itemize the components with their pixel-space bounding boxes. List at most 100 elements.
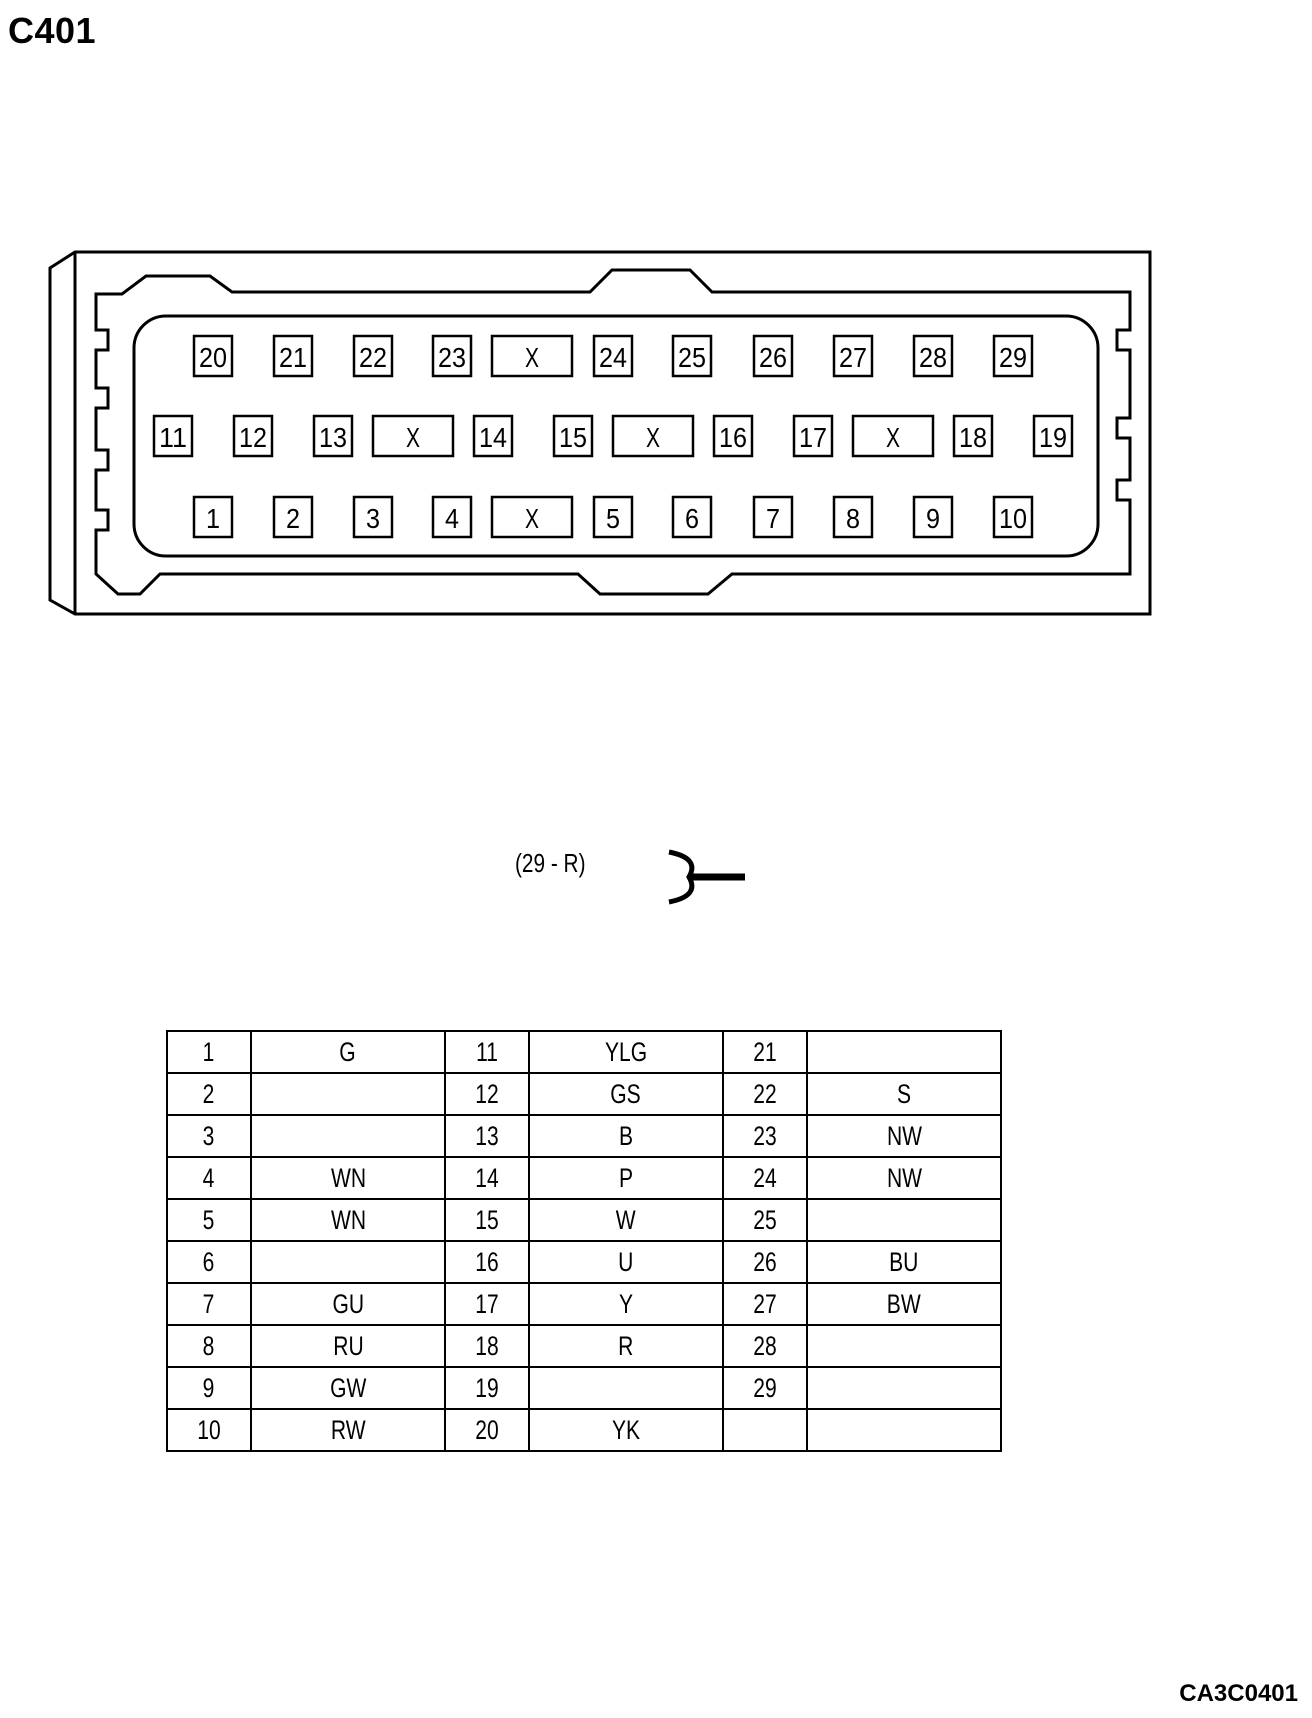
pin-number-text: 27 [753,1288,777,1319]
wire-color-text: W [616,1204,636,1235]
pin-number-text: 9 [203,1372,215,1403]
wire-color-text: R [618,1330,634,1361]
connector-title: C401 [8,10,97,51]
pin-number-cell: 3 [166,1114,252,1158]
wire-color-cell [806,1408,1002,1452]
pin-cell: 22 [352,334,394,378]
table-row: 5 WN 15 W 25 [166,1198,1002,1242]
pin-number-cell: 26 [722,1240,808,1284]
wire-color-text: G [339,1036,357,1067]
pin-number: 16 [719,422,747,453]
pin-number-text: 28 [753,1330,777,1361]
pin-number: 10 [999,503,1027,534]
wire-color-text: WN [330,1204,366,1235]
pin-number: 22 [359,342,387,373]
wire-color-cell: NW [806,1156,1002,1200]
pin-box [352,334,394,378]
pin-number: 1 [206,503,220,534]
pin-box [592,334,634,378]
pin-number-text: 10 [197,1414,221,1445]
wire-color-text: S [896,1078,912,1109]
pin-number-cell: 20 [444,1408,530,1452]
wire-color-cell: G [250,1030,446,1074]
wire-color-cell: YLG [528,1030,724,1074]
pin-number: 19 [1039,422,1067,453]
pin-number: 14 [479,422,507,453]
pin-cell: 10 [992,495,1034,539]
wire-color-cell [250,1114,446,1158]
pin-box [312,414,354,458]
pin-number-text: 2 [203,1078,215,1109]
pin-cell: 9 [912,495,954,539]
pin-box [752,334,794,378]
pin-number-cell: 6 [166,1240,252,1284]
pin-number-text: 18 [475,1330,499,1361]
pin-number-text: 23 [753,1120,777,1151]
wire-color-cell: U [528,1240,724,1284]
pin-cell: 15 [552,414,594,458]
pin-cell: 26 [752,334,794,378]
pin-number-text: 16 [475,1246,499,1277]
wire-color-cell [806,1030,1002,1074]
pin-number: 17 [799,422,827,453]
wire-color-cell: W [528,1198,724,1242]
wire-color-text: YLG [604,1036,648,1067]
blank-cavity: X [490,495,574,539]
pin-cell: 1 [192,495,234,539]
pin-number: 24 [599,342,627,373]
pin-number-cell: 5 [166,1198,252,1242]
pin-number-text: 7 [203,1288,215,1319]
wire-color-cell: P [528,1156,724,1200]
pin-number-text: 25 [753,1204,777,1235]
pin-box [490,334,574,378]
pin-number: 3 [366,503,380,534]
wire-color-cell: WN [250,1198,446,1242]
wire-color-text: NW [886,1120,922,1151]
pin-number-cell: 28 [722,1324,808,1368]
wire-color-text: Y [618,1288,634,1319]
blank-cavity: X [371,414,455,458]
pin-number-cell: 24 [722,1156,808,1200]
drawing-code: CA3C0401 [1179,1680,1298,1707]
pin-number-text: 3 [203,1120,215,1151]
pin-number: 11 [159,422,187,453]
wire-color-text: U [618,1246,634,1277]
pin-cell: 12 [232,414,274,458]
wire-color-cell [250,1240,446,1284]
pin-number-text: 12 [475,1078,499,1109]
pin-number: 21 [279,342,307,373]
pin-number: 23 [438,342,466,373]
wire-color-text: NW [886,1162,922,1193]
pin-box [992,495,1034,539]
pin-cell: 5 [592,495,634,539]
wire-color-text: GW [329,1372,367,1403]
wire-color-text: P [618,1162,634,1193]
pin-box [232,414,274,458]
pin-number-text: 21 [753,1036,777,1067]
pin-number-text: 15 [475,1204,499,1235]
pin-box [192,495,234,539]
pin-number-text: 20 [475,1414,499,1445]
pin-number: 18 [959,422,987,453]
pin-number: X [646,422,660,453]
pin-box [952,414,994,458]
pin-cell: 3 [352,495,394,539]
pin-number: 7 [766,503,780,534]
wire-color-cell: Y [528,1282,724,1326]
pin-box [1032,414,1074,458]
blank-cavity: X [490,334,574,378]
wire-color-cell: GW [250,1366,446,1410]
pin-box [371,414,455,458]
blank-cavity: X [851,414,935,458]
wire-color-cell: R [528,1324,724,1368]
pin-number: 29 [999,342,1027,373]
pin-number-cell: 16 [444,1240,530,1284]
pin-cell: 13 [312,414,354,458]
wire-color-cell [250,1072,446,1116]
wire-color-cell: GS [528,1072,724,1116]
